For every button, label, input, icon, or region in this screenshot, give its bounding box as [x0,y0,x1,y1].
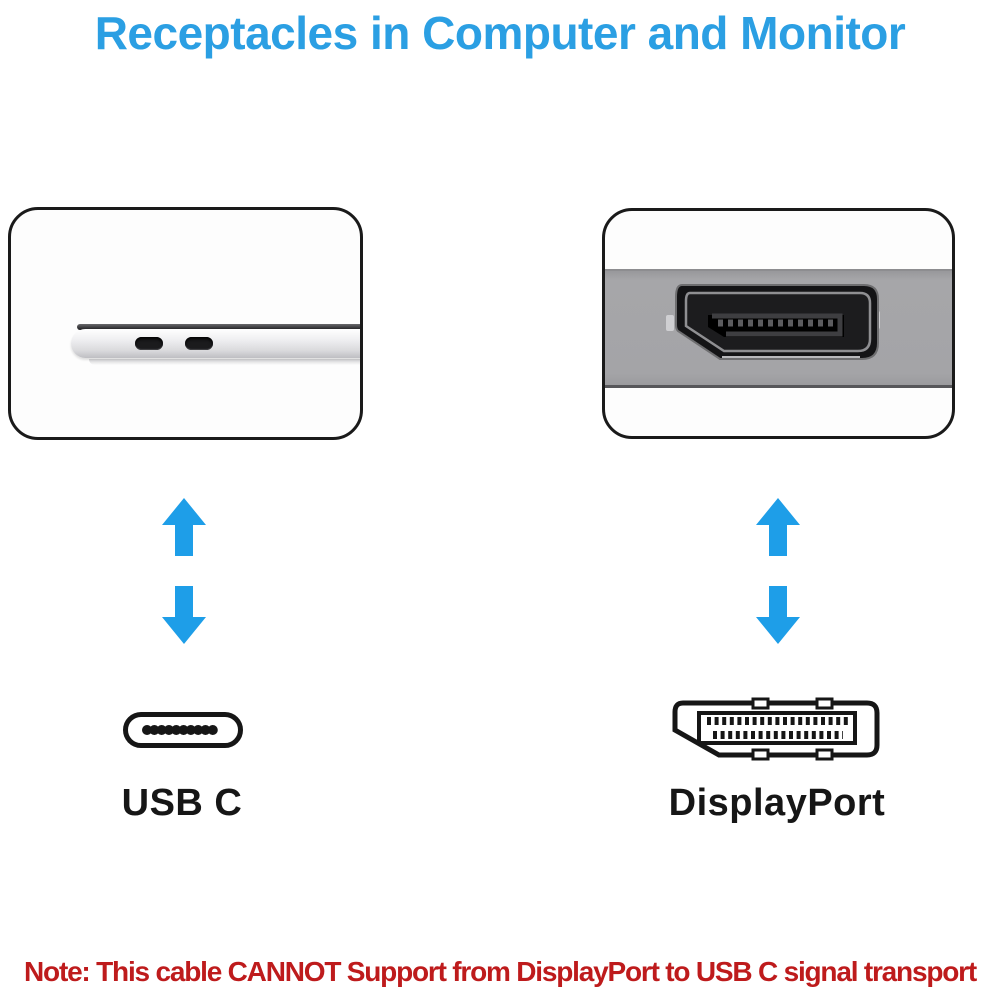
laptop-shadow [89,359,360,365]
down-arrow-icon [756,586,800,644]
warning-note: Note: This cable CANNOT Support from Dis… [24,956,977,987]
monitor-receptacle-panel [602,208,955,439]
usb-c-port-1 [135,337,163,350]
displayport-label: DisplayPort [668,782,886,824]
computer-receptacle-panel [8,207,363,440]
down-arrow-icon [162,586,206,644]
laptop-body-edge [71,329,360,358]
up-arrow-icon [162,498,206,556]
usb-c-label: USB C [121,782,243,824]
displayport-receptacle-photo [666,284,880,360]
laptop-lid-edge [77,324,360,330]
usb-c-port-2 [185,337,213,350]
displayport-connector-icon [672,697,880,761]
laptop-edge-photo [71,320,360,368]
receptacle-latch-left [666,315,674,331]
page-title: Receptacles in Computer and Monitor [94,7,906,59]
up-arrow-icon [756,498,800,556]
monitor-bezel [605,269,952,388]
usb-c-connector-icon [123,712,243,748]
